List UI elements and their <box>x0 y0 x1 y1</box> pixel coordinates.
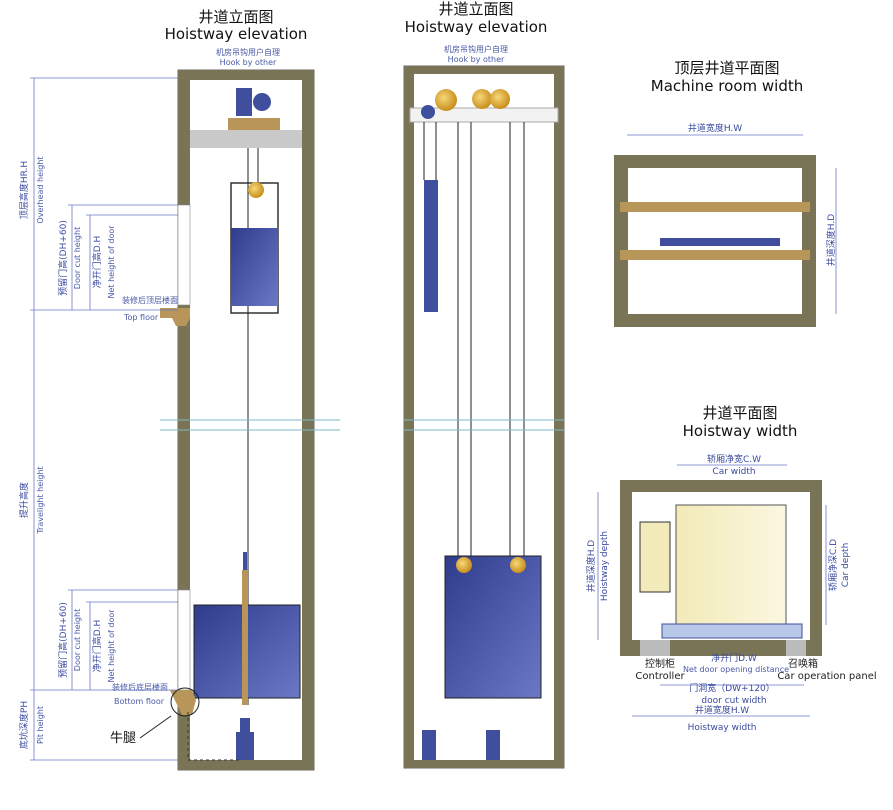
motor-2 <box>421 105 435 119</box>
buffer-top <box>240 718 250 732</box>
machine-shaft <box>660 238 780 246</box>
corbel-circle <box>170 687 200 717</box>
car-cabin <box>675 504 787 626</box>
rail-top <box>243 552 247 570</box>
car-sheave <box>248 182 264 198</box>
doorcut-en: Door cut height <box>73 227 82 289</box>
netdoor2-en: Net height of door <box>107 609 116 683</box>
panel-hoistway-elevation-2: 井道立面图 Hoistway elevation 机房吊钩用户自理 Hook b… <box>403 0 565 769</box>
pit-floor-2 <box>404 760 564 768</box>
panel-hoistway-elevation-1: 井道立面图 Hoistway elevation 机房吊钩用户自理 Hook b… <box>18 8 340 771</box>
panel3-title-en: Machine room width <box>651 77 803 95</box>
netdoor-en: Net height of door <box>107 225 116 299</box>
panel3-hw: 井道宽度H.W <box>688 122 742 134</box>
netdoor-cn: 净开门高D.H <box>91 236 103 289</box>
pit-en: Pit height <box>36 706 45 744</box>
corbel-leader <box>139 715 172 739</box>
panel4-title-cn: 井道平面图 <box>702 404 777 422</box>
door-sill <box>661 623 803 639</box>
pit-cn: 底坑深度PH <box>18 701 30 749</box>
doorcut-cn: 预留门高(DH+60) <box>57 220 69 296</box>
dw-en: Net door opening distance <box>683 665 789 674</box>
topfloor-cn: 装修后顶层楼面 <box>122 295 178 305</box>
sheave-2b <box>472 89 492 109</box>
topfloor-en: Top floor <box>123 313 159 322</box>
panel4-title-en: Hoistway width <box>683 422 798 440</box>
car-2 <box>444 555 542 699</box>
buffer-2a <box>422 730 436 760</box>
sheave-2a <box>435 89 457 111</box>
hd-en: Hoistway depth <box>600 531 610 601</box>
pit-floor <box>178 760 314 770</box>
panel1-title-cn: 井道立面图 <box>198 8 273 26</box>
right-wall-2 <box>554 66 564 768</box>
machine-base <box>228 118 280 130</box>
panel2-title-cn: 井道立面图 <box>438 0 513 18</box>
left-wall-2 <box>404 66 414 768</box>
callbox-cn: 召唤箱 <box>788 657 818 670</box>
hw-en: Hoistway width <box>688 723 757 733</box>
panel2-title-en: Hoistway elevation <box>405 18 548 36</box>
motor <box>236 88 252 116</box>
car-sheave-2a <box>456 557 472 573</box>
bottom-door-opening <box>177 589 191 691</box>
panel3-title-cn: 顶层井道平面图 <box>674 59 779 77</box>
doorcut2-en: Door cut height <box>73 609 82 671</box>
top-door-opening <box>177 204 191 306</box>
corbel-label: 牛腿 <box>110 731 136 746</box>
beam-top <box>620 202 810 212</box>
guide-rail <box>242 570 248 705</box>
cw-en: Car width <box>712 467 755 477</box>
machine-beam <box>190 130 302 148</box>
buffer-2b <box>486 730 500 760</box>
travel-en: Travelight height <box>36 466 45 534</box>
sheave-2c <box>490 89 510 109</box>
counterweight-2 <box>424 180 438 312</box>
cd-en: Car depth <box>841 543 851 588</box>
doorcut-cn: 门洞宽（DW+120） <box>689 682 775 694</box>
bottom-en: Bottom floor <box>114 697 165 706</box>
buffer <box>236 732 254 760</box>
netdoor2-cn: 净开门高D.H <box>91 620 103 673</box>
panel-machine-room: 顶层井道平面图 Machine room width 井道宽度H.W 井道深度H… <box>614 59 837 327</box>
callbox-en: Car operation panel <box>777 671 876 682</box>
travel-cn: 提升高度 <box>18 482 30 518</box>
top-floor-slab <box>160 308 190 326</box>
overhead-cn: 顶层高度HR.H <box>18 161 30 219</box>
doorcut-en: door cut width <box>701 696 766 706</box>
hd-cn: 井道深度H.D <box>585 540 597 592</box>
dw-cn: 净开门D.W <box>711 652 757 664</box>
cw-cn: 轿厢净宽C.W <box>707 453 761 465</box>
panel2-hook-cn: 机房吊钩用户自理 <box>444 44 508 54</box>
controller-en: Controller <box>635 671 685 682</box>
panel1-hook-en: Hook by other <box>220 58 277 67</box>
bottom-floor-slab <box>170 690 196 715</box>
panel1-title-en: Hoistway elevation <box>165 25 308 43</box>
panel1-hook-cn: 机房吊钩用户自理 <box>216 47 280 57</box>
panel3-hd: 井道深度H.D <box>825 214 837 266</box>
panel-hoistway-plan: 井道平面图 Hoistway width 轿厢净宽C.W Car width 井… <box>585 404 877 733</box>
bottom-cn: 装修后底层楼面 <box>112 682 168 692</box>
top-wall-2 <box>404 66 564 74</box>
top-wall <box>178 70 314 80</box>
controller-cn: 控制柜 <box>645 657 675 670</box>
panel2-hook-en: Hook by other <box>448 55 505 64</box>
beam-bottom <box>620 250 810 260</box>
counterweight-plan <box>639 521 671 593</box>
controller-box <box>640 640 670 656</box>
car-sheave-2b <box>510 557 526 573</box>
overhead-en: Overhead height <box>36 156 45 223</box>
hw-cn: 井道宽度H.W <box>695 704 749 716</box>
traction-sheave <box>253 93 271 111</box>
car-top <box>231 228 278 306</box>
callbox <box>786 640 806 656</box>
doorcut2-cn: 预留门高(DH+60) <box>57 602 69 678</box>
cd-cn: 轿厢净深C.D <box>827 539 839 591</box>
